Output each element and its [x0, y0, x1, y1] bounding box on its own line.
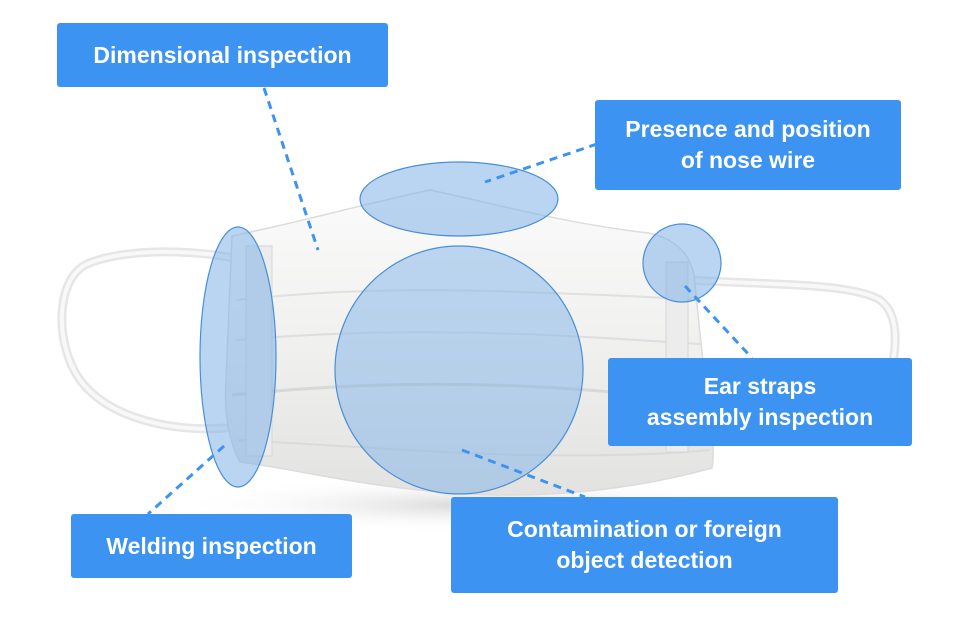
- nose-wire-highlight: [359, 161, 559, 237]
- nose-wire-leader-line: [484, 142, 598, 184]
- contamination-leader-line: [461, 448, 586, 499]
- nose-wire-label: Presence and position of nose wire: [595, 100, 901, 190]
- welding-leader-line: [146, 444, 226, 516]
- contamination-label: Contamination or foreign object detectio…: [451, 497, 838, 593]
- welding-highlight: [199, 226, 277, 488]
- nose-wire-text-line2: of nose wire: [680, 147, 816, 173]
- nose-wire-text-line1: Presence and position: [625, 116, 871, 142]
- welding-inspection-label: Welding inspection: [71, 514, 352, 578]
- ear-straps-label: Ear straps assembly inspection: [608, 358, 912, 446]
- dimensional-inspection-label: Dimensional inspection: [57, 23, 388, 87]
- ear-strap-leader-line: [683, 284, 754, 360]
- welding-inspection-text: Welding inspection: [106, 532, 317, 559]
- dimensional-inspection-text: Dimensional inspection: [93, 41, 352, 68]
- ear-straps-text-line2: assembly inspection: [646, 404, 874, 430]
- contamination-highlight: [334, 245, 584, 495]
- contamination-text-line1: Contamination or foreign: [507, 516, 782, 542]
- contamination-text-line2: object detection: [556, 547, 733, 573]
- ear-straps-text-line1: Ear straps: [703, 373, 817, 399]
- dimensional-leader-line: [262, 87, 320, 251]
- ear-strap-highlight: [642, 223, 722, 303]
